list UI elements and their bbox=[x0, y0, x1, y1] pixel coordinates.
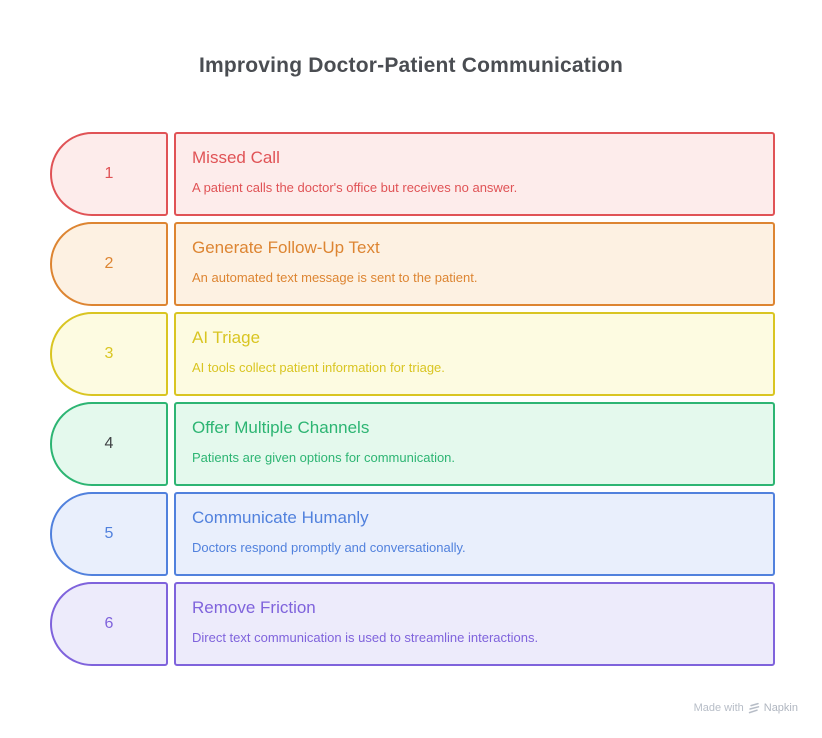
step-description: An automated text message is sent to the… bbox=[192, 270, 478, 285]
step-description: Patients are given options for communica… bbox=[192, 450, 456, 465]
step-number: 4 bbox=[104, 435, 114, 452]
step-number-badge: 4 bbox=[50, 402, 168, 486]
step-number-badge: 6 bbox=[50, 582, 168, 666]
step-number-badge: 5 bbox=[50, 492, 168, 576]
step-row: 4 Offer Multiple Channels Patients are g… bbox=[50, 402, 775, 486]
step-number-badge: 2 bbox=[50, 222, 168, 306]
step-title: AI Triage bbox=[192, 328, 261, 347]
step-row: 2 Generate Follow-Up Text An automated t… bbox=[50, 222, 775, 306]
step-number: 5 bbox=[104, 525, 114, 542]
step-description: AI tools collect patient information for… bbox=[192, 360, 445, 375]
step-title: Communicate Humanly bbox=[192, 508, 369, 527]
step-row: 3 AI Triage AI tools collect patient inf… bbox=[50, 312, 775, 396]
step-description: Doctors respond promptly and conversatio… bbox=[192, 540, 466, 555]
step-title: Missed Call bbox=[192, 148, 280, 167]
step-card: AI Triage AI tools collect patient infor… bbox=[174, 312, 775, 396]
steps-list: 1 Missed Call A patient calls the doctor… bbox=[50, 132, 775, 672]
step-number-badge: 1 bbox=[50, 132, 168, 216]
step-number: 2 bbox=[104, 255, 114, 272]
step-row: 5 Communicate Humanly Doctors respond pr… bbox=[50, 492, 775, 576]
step-description: A patient calls the doctor's office but … bbox=[192, 180, 518, 195]
step-card: Communicate Humanly Doctors respond prom… bbox=[174, 492, 775, 576]
step-card: Remove Friction Direct text communicatio… bbox=[174, 582, 775, 666]
step-card: Generate Follow-Up Text An automated tex… bbox=[174, 222, 775, 306]
step-number: 3 bbox=[104, 345, 114, 362]
step-title: Remove Friction bbox=[192, 598, 316, 617]
napkin-logo-icon bbox=[748, 702, 760, 714]
step-title: Offer Multiple Channels bbox=[192, 418, 370, 437]
step-number: 1 bbox=[104, 165, 114, 182]
watermark: Made with Napkin bbox=[694, 702, 798, 714]
watermark-made-with: Made with bbox=[693, 702, 744, 714]
step-number: 6 bbox=[104, 615, 114, 632]
step-title: Generate Follow-Up Text bbox=[192, 238, 380, 257]
step-card: Missed Call A patient calls the doctor's… bbox=[174, 132, 775, 216]
watermark-brand: Napkin bbox=[763, 702, 798, 714]
step-number-badge: 3 bbox=[50, 312, 168, 396]
step-description: Direct text communication is used to str… bbox=[192, 630, 539, 645]
page-title: Improving Doctor-Patient Communication bbox=[198, 54, 624, 77]
step-card: Offer Multiple Channels Patients are giv… bbox=[174, 402, 775, 486]
step-row: 1 Missed Call A patient calls the doctor… bbox=[50, 132, 775, 216]
step-row: 6 Remove Friction Direct text communicat… bbox=[50, 582, 775, 666]
